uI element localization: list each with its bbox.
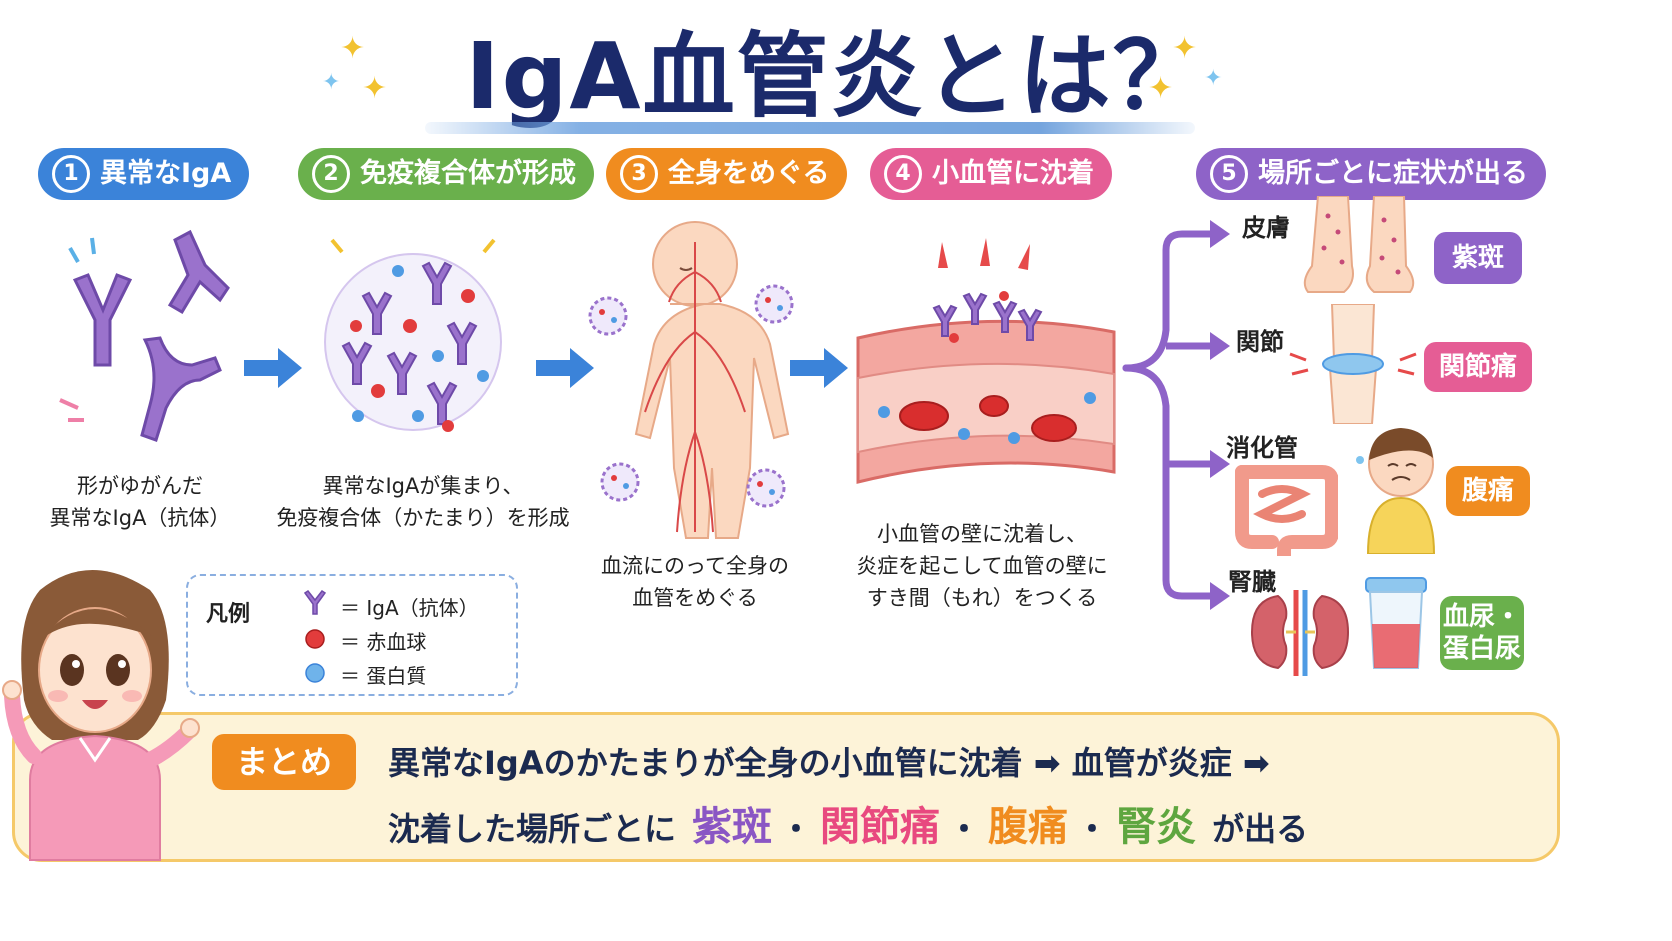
- protein-icon: [305, 663, 325, 683]
- child-stomachache-illustration: [1356, 428, 1436, 554]
- step-3-caption: 血流にのって全身の血管をめぐる: [601, 554, 789, 610]
- nurse-character-illustration: [2, 570, 200, 861]
- organ-label-joint: 関節: [1236, 328, 1284, 356]
- organ-label-kidney: 腎臓: [1228, 568, 1276, 596]
- immune-complex-icon: [746, 468, 786, 508]
- summary-tag: まとめ: [212, 734, 356, 790]
- legend-title: 凡例: [206, 602, 251, 627]
- legend-box: [186, 574, 518, 696]
- summary-nephritis: 腎炎: [1116, 804, 1197, 850]
- body-circulation-illustration: [634, 221, 790, 539]
- page-title: IgA血管炎とは？: [465, 23, 1207, 130]
- branch-arrows: [1122, 220, 1230, 610]
- sparkle-icon: ✦: [362, 71, 388, 106]
- flow-arrow-icon: [790, 348, 848, 388]
- blood-vessel-illustration: [856, 238, 1116, 484]
- symptom-badge-joint-pain: 関節痛: [1424, 342, 1532, 392]
- sparkle-icon: ✦: [1172, 31, 1198, 66]
- step-4-caption: 小血管の壁に沈着し、炎症を起こして血管の壁にすき間（もれ）をつくる: [856, 522, 1108, 610]
- sparkle-icon: ✦: [1148, 71, 1174, 106]
- immune-complex-icon: [588, 296, 628, 336]
- immune-complex-illustration: [324, 238, 502, 432]
- step-1-caption: 形がゆがんだ異常なIgA（抗体）: [49, 474, 231, 530]
- legs-purpura-illustration: [1303, 196, 1415, 293]
- sparkle-icon: ✦: [322, 70, 341, 95]
- legend-iga: ＝ IgA（抗体）: [340, 596, 479, 620]
- symptom-badge-abdominal-pain: 腹痛: [1446, 466, 1530, 516]
- summary-abdominal-pain: 腹痛: [988, 804, 1069, 850]
- organ-label-skin: 皮膚: [1242, 214, 1290, 242]
- summary-joint-pain: 関節痛: [820, 804, 941, 850]
- title-underline: [425, 122, 1195, 134]
- kidney-illustration: [1250, 590, 1350, 676]
- step-2-caption: 異常なIgAが集まり、免疫複合体（かたまり）を形成: [276, 474, 570, 530]
- flow-arrow-icon: [244, 348, 302, 388]
- red-cell-icon: [305, 629, 325, 649]
- summary-line-2: 沈着した場所ごとに 紫斑 ・ 関節痛 ・ 腹痛 ・ 腎炎 が出る: [388, 794, 1308, 852]
- symptom-badge-purpura: 紫斑: [1434, 232, 1522, 284]
- organ-label-digestive: 消化管: [1226, 434, 1298, 462]
- abnormal-iga-illustration: [59, 229, 230, 442]
- sparkle-icon: ✦: [340, 31, 366, 66]
- summary-line-1: 異常なIgAのかたまりが全身の小血管に沈着 ➡ 血管が炎症 ➡: [388, 744, 1270, 782]
- intestine-illustration: [1235, 465, 1338, 556]
- antibody-icon: [303, 590, 327, 615]
- flow-arrow-icon: [536, 348, 594, 388]
- immune-complex-icon: [600, 462, 640, 502]
- legend-protein: ＝ 蛋白質: [340, 664, 427, 688]
- immune-complex-icon: [754, 284, 794, 324]
- urine-cup-illustration: [1365, 577, 1427, 669]
- knee-joint-illustration: [1289, 304, 1417, 424]
- legend-red-cell: ＝ 赤血球: [340, 630, 427, 654]
- sparkle-icon: ✦: [1204, 66, 1223, 91]
- symptom-badge-hematuria: 血尿・蛋白尿: [1440, 596, 1524, 670]
- summary-purpura: 紫斑: [692, 804, 773, 850]
